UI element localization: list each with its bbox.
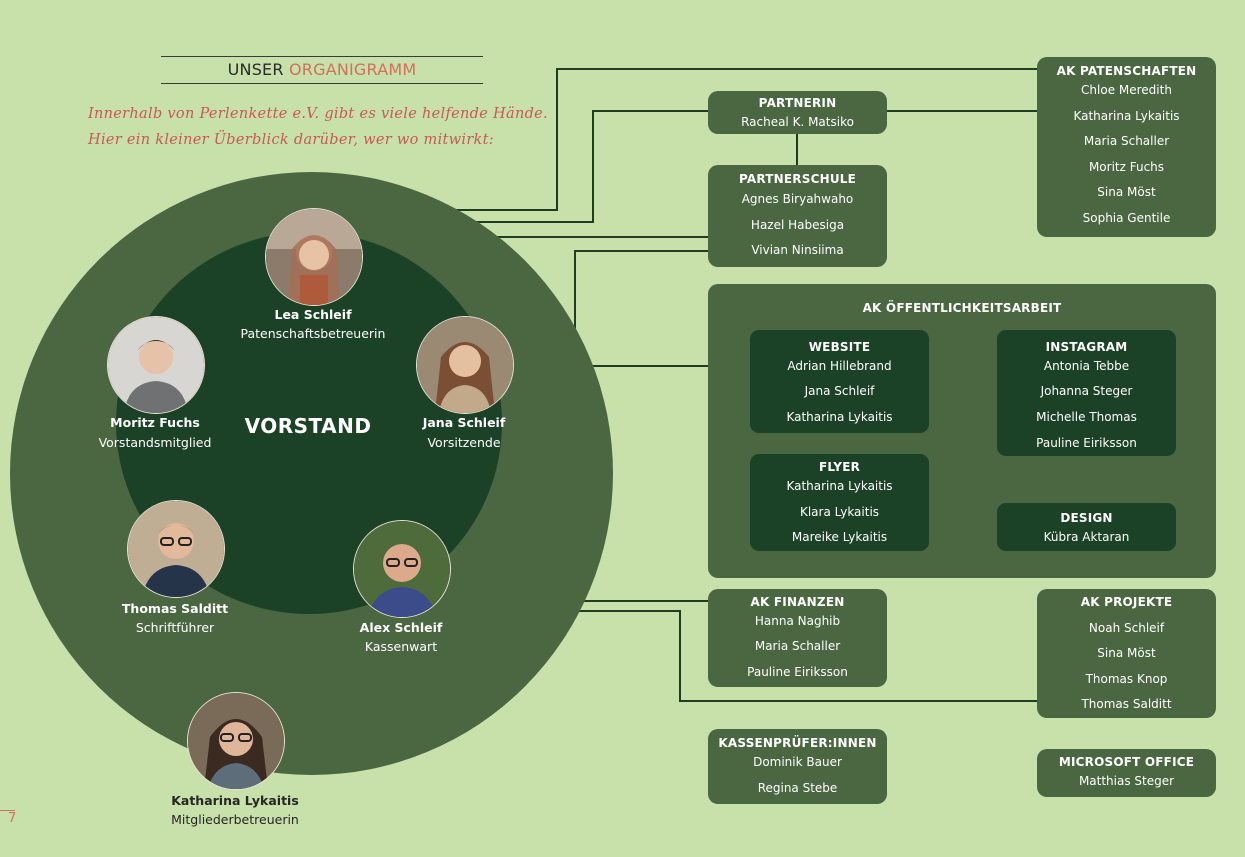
box-title: MICROSOFT OFFICE — [1058, 755, 1195, 769]
sub-box-website: WEBSITE Adrian Hillebrand Jana Schleif K… — [750, 330, 929, 433]
person-name-moritz-fuchs: Moritz Fuchs — [110, 415, 200, 430]
sub-box-instagram: INSTAGRAM Antonia Tebbe Johanna Steger M… — [997, 330, 1176, 456]
person-name-thomas-salditt: Thomas Salditt — [121, 601, 229, 616]
member: Jana Schleif — [804, 384, 875, 398]
member: Agnes Biryahwaho — [741, 192, 854, 206]
person-name-jana-schleif: Jana Schleif — [422, 415, 506, 430]
box-kassenpruefer: KASSENPRÜFER:INNEN Dominik Bauer Regina … — [708, 729, 887, 804]
title-rule-bottom — [161, 83, 483, 84]
avatar-lea-schleif — [265, 208, 363, 306]
member: Katharina Lykaitis — [786, 479, 893, 493]
member: Antonia Tebbe — [1043, 359, 1130, 373]
person-role-thomas-salditt: Schriftführer — [135, 620, 215, 635]
member: Matthias Steger — [1078, 774, 1175, 788]
box-title: PARTNERSCHULE — [738, 172, 857, 186]
member: Johanna Steger — [1040, 384, 1133, 398]
person-name-katharina-lykaitis: Katharina Lykaitis — [171, 793, 299, 808]
person-role-alex-schleif: Kassenwart — [364, 639, 438, 654]
box-partnerschule: PARTNERSCHULE Agnes Biryahwaho Hazel Hab… — [708, 165, 887, 267]
member: Maria Schaller — [1083, 134, 1170, 148]
member: Hazel Habesiga — [750, 218, 845, 232]
member: Sophia Gentile — [1082, 211, 1171, 225]
member: Klara Lykaitis — [799, 505, 880, 519]
title-accent: ORGANIGRAMM — [288, 60, 417, 79]
person-role-jana-schleif: Vorsitzende — [427, 435, 501, 450]
member: Dominik Bauer — [753, 755, 842, 769]
member: Mareike Lykaitis — [791, 530, 888, 544]
member: Pauline Eiriksson — [747, 665, 848, 679]
member: Sina Möst — [1097, 646, 1156, 660]
intro-line-1: Innerhalb von Perlenkette e.V. gibt es v… — [88, 106, 548, 122]
member: Michelle Thomas — [1036, 410, 1137, 424]
member: Racheal K. Matsiko — [741, 115, 854, 129]
box-title: AK PROJEKTE — [1080, 595, 1173, 609]
member: Thomas Knop — [1085, 672, 1168, 686]
box-ak-patenschaften: AK PATENSCHAFTEN Chloe Meredith Katharin… — [1037, 57, 1216, 237]
avatar-jana-schleif — [416, 316, 514, 414]
member: Chloe Meredith — [1081, 83, 1172, 97]
box-title: FLYER — [818, 460, 861, 474]
page-number: 7 — [8, 811, 17, 826]
box-partnerin: PARTNERIN Racheal K. Matsiko — [708, 91, 887, 134]
person-role-moritz-fuchs: Vorstandsmitglied — [98, 435, 212, 450]
box-title: DESIGN — [1060, 511, 1113, 525]
member: Pauline Eiriksson — [1036, 436, 1137, 450]
box-title: WEBSITE — [808, 340, 871, 354]
person-name-alex-schleif: Alex Schleif — [359, 620, 443, 635]
person-role-lea-schleif: Patenschaftsbetreuerin — [240, 326, 386, 341]
page-title: UNSER ORGANIGRAMM — [161, 60, 483, 79]
page-number-rule — [0, 810, 15, 811]
vorstand-label: VORSTAND — [244, 414, 372, 438]
member: Adrian Hillebrand — [787, 359, 892, 373]
member: Sina Möst — [1097, 185, 1156, 199]
title-prefix: UNSER — [227, 60, 284, 79]
member: Maria Schaller — [754, 639, 841, 653]
avatar-katharina-lykaitis — [187, 692, 285, 790]
member: Thomas Salditt — [1081, 697, 1172, 711]
avatar-thomas-salditt — [127, 500, 225, 598]
box-ak-projekte: AK PROJEKTE Noah Schleif Sina Möst Thoma… — [1037, 589, 1216, 718]
member: Vivian Ninsiima — [751, 243, 844, 257]
box-microsoft-office: MICROSOFT OFFICE Matthias Steger — [1037, 749, 1216, 797]
box-title: PARTNERIN — [758, 96, 837, 110]
box-title: AK PATENSCHAFTEN — [1056, 64, 1197, 78]
avatar-alex-schleif — [353, 520, 451, 618]
person-name-lea-schleif: Lea Schleif — [274, 307, 352, 322]
sub-box-design: DESIGN Kübra Aktaran — [997, 503, 1176, 551]
intro-line-2: Hier ein kleiner Überblick darüber, wer … — [88, 132, 494, 148]
member: Regina Stebe — [757, 781, 838, 795]
avatar-moritz-fuchs — [107, 316, 205, 414]
box-title: AK FINANZEN — [750, 595, 845, 609]
sub-box-flyer: FLYER Katharina Lykaitis Klara Lykaitis … — [750, 454, 929, 551]
person-role-katharina-lykaitis: Mitgliederbetreuerin — [171, 812, 299, 827]
member: Noah Schleif — [1088, 621, 1165, 635]
member: Katharina Lykaitis — [1073, 109, 1180, 123]
member: Hanna Naghib — [754, 614, 841, 628]
member: Kübra Aktaran — [1043, 530, 1130, 544]
member: Katharina Lykaitis — [786, 410, 893, 424]
box-ak-oeffentlichkeitsarbeit: AK ÖFFENTLICHKEITSARBEIT WEBSITE Adrian … — [708, 284, 1216, 578]
box-title: INSTAGRAM — [1045, 340, 1128, 354]
box-title: KASSENPRÜFER:INNEN — [718, 736, 877, 750]
title-rule-top — [161, 56, 483, 57]
member: Moritz Fuchs — [1088, 160, 1165, 174]
box-ak-finanzen: AK FINANZEN Hanna Naghib Maria Schaller … — [708, 589, 887, 687]
box-title: AK ÖFFENTLICHKEITSARBEIT — [862, 301, 1062, 315]
